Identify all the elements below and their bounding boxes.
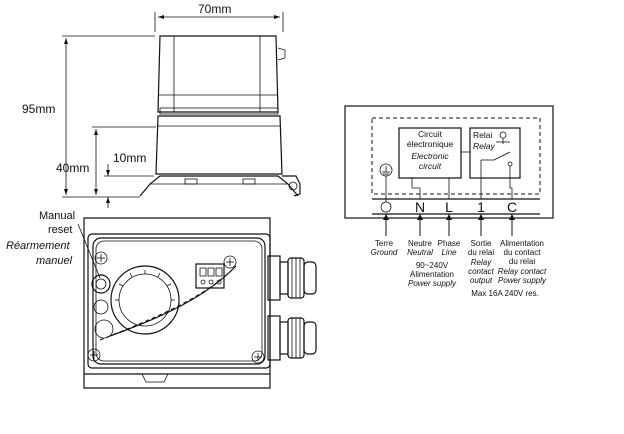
earth-label-en: Ground — [371, 248, 398, 257]
neutral-label-en: Neutral — [407, 248, 433, 257]
voltage-label: 90~240V — [416, 261, 449, 270]
circuit-label-fr-2: électronique — [407, 139, 454, 149]
top-view: Manual reset Réarmement manuel — [6, 210, 317, 389]
manual-reset-label-fr-2: manuel — [36, 255, 73, 267]
terminal-N: N — [415, 199, 425, 215]
relay-label-en: Relay — [473, 141, 495, 151]
manual-reset-label-fr-1: Réarmement — [6, 240, 71, 252]
height-dimension: 95mm — [22, 102, 55, 116]
supply-label-en-1: Relay contact — [498, 267, 547, 276]
foot-height-dimension: 10mm — [113, 151, 146, 165]
terminal-C: C — [507, 199, 517, 215]
supply-label-en-2: Power supply — [498, 276, 547, 285]
circuit-label-en-2: circuit — [419, 161, 442, 171]
supply-label-fr-2: du contact — [504, 248, 542, 257]
relay-box — [469, 127, 521, 179]
max-rating-label: Max 16A 240V res. — [471, 289, 539, 298]
manual-reset-label-en-2: reset — [48, 224, 72, 236]
thermostat-dial — [110, 265, 180, 335]
phase-label-fr: Phase — [438, 239, 461, 248]
width-dimension: 70mm — [198, 2, 231, 16]
output-label-en-3: output — [470, 276, 493, 285]
electronic-circuit-box — [398, 127, 462, 179]
output-label-fr-2: du relai — [468, 248, 494, 257]
supply-label-fr-3: du relai — [509, 257, 535, 266]
power-label-fr: Alimentation — [410, 270, 454, 279]
neutral-label-fr: Neutre — [408, 239, 433, 248]
output-label-en-2: contact — [468, 267, 495, 276]
supply-label-fr-1: Alimentation — [500, 239, 544, 248]
terminal-1: 1 — [477, 199, 485, 215]
output-label-fr-1: Sortie — [471, 239, 492, 248]
relay-label-fr: Relai — [473, 130, 492, 140]
earth-label-fr: Terre — [375, 239, 394, 248]
side-view: 70mm 95mm 40mm — [22, 2, 301, 208]
phase-label-en: Line — [441, 248, 457, 257]
wiring-diagram: Circuit électronique Electronic circuit … — [344, 105, 554, 298]
power-label-en: Power supply — [408, 279, 457, 288]
manual-reset-label-en-1: Manual — [39, 210, 75, 222]
cable-gland-lower — [267, 315, 317, 361]
terminal-L: L — [445, 199, 453, 215]
lower-height-dimension: 40mm — [56, 161, 89, 175]
circuit-label-fr-1: Circuit — [418, 129, 443, 139]
output-label-en-1: Relay — [471, 258, 492, 267]
cable-gland-upper — [267, 255, 317, 301]
circuit-label-en-1: Electronic — [411, 151, 449, 161]
manual-reset-button — [91, 274, 111, 294]
